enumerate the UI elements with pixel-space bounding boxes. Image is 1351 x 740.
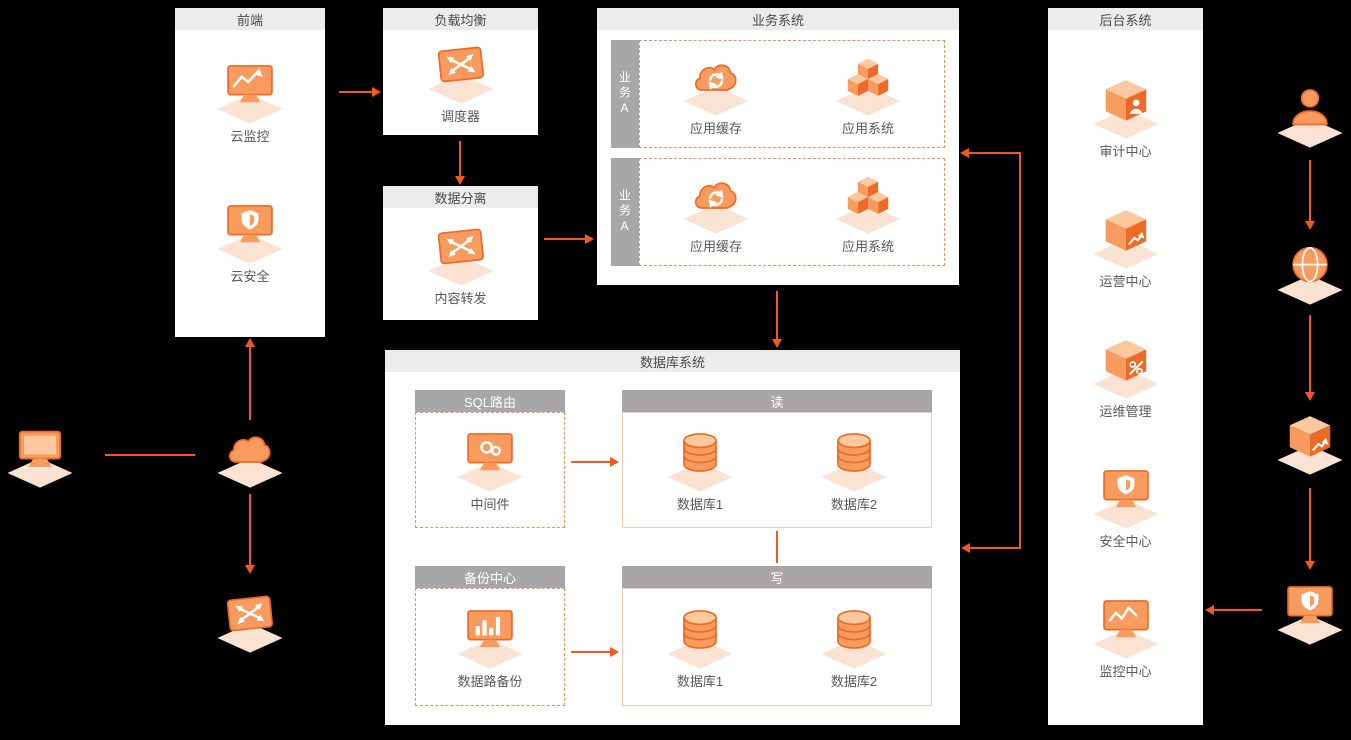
security-center-node: 安全中心 xyxy=(1087,465,1165,550)
frontend-panel: 前端 云监控 云安全 xyxy=(175,8,325,337)
internet-globe-icon xyxy=(1271,241,1349,305)
item-label: 中间件 xyxy=(470,496,510,512)
write-header: 写 xyxy=(622,566,932,588)
item-label: 应用系统 xyxy=(841,238,894,254)
item-label: 内容转发 xyxy=(434,291,487,306)
business-row-a1: 业务A 应用缓存 应用系统 xyxy=(611,40,945,148)
database-system-panel: 数据库系统 SQL路由 中间件 读 数据库1 数据库2 备份中心 xyxy=(385,350,960,725)
ops-management-node: 运维管理 xyxy=(1087,335,1165,420)
user-icon xyxy=(1271,84,1349,148)
scheduler-node: 调度器 xyxy=(422,40,500,125)
item-label: 调度器 xyxy=(440,109,480,124)
database-icon xyxy=(661,605,739,669)
business-row-tab: 业务A xyxy=(611,158,639,266)
item-label: 应用缓存 xyxy=(689,120,742,136)
app-system-icon xyxy=(829,52,907,116)
middleware-node: 中间件 xyxy=(451,428,529,513)
item-label: 安全中心 xyxy=(1099,534,1152,549)
item-label: 云监控 xyxy=(230,129,270,144)
database-icon xyxy=(815,605,893,669)
monitor-center-icon xyxy=(1087,595,1165,659)
monitor-center-node: 监控中心 xyxy=(1087,595,1165,680)
database-node: 数据库1 xyxy=(661,428,739,513)
resource-cube-icon xyxy=(1271,411,1349,475)
item-label: 数据路备份 xyxy=(457,673,523,689)
business-row-a2: 业务A 应用缓存 应用系统 xyxy=(611,158,945,266)
backup-center-area: 数据路备份 xyxy=(415,588,565,706)
app-system-icon xyxy=(829,170,907,234)
security-center-icon xyxy=(1087,465,1165,529)
read-header: 读 xyxy=(622,390,932,412)
business-system-panel: 业务系统 业务A 应用缓存 应用系统 xyxy=(597,8,959,285)
operation-center-node: 运营中心 xyxy=(1087,205,1165,290)
write-area: 数据库1 数据库2 xyxy=(622,588,932,706)
cloud-monitor-node: 云监控 xyxy=(211,60,289,145)
database-node: 数据库2 xyxy=(815,428,893,513)
item-label: 数据库2 xyxy=(830,496,878,512)
sql-routing-header: SQL路由 xyxy=(415,390,565,412)
data-separation-header: 数据分离 xyxy=(383,186,538,208)
content-forward-icon xyxy=(422,222,500,286)
business-row-area: 应用缓存 应用系统 xyxy=(639,158,945,266)
database-node: 数据库2 xyxy=(815,605,893,690)
business-row-tab: 业务A xyxy=(611,40,639,148)
app-cache-icon xyxy=(677,52,755,116)
app-system-node: 应用系统 xyxy=(829,170,907,255)
audit-center-icon xyxy=(1087,75,1165,139)
item-label: 监控中心 xyxy=(1099,664,1152,679)
item-label: 运营中心 xyxy=(1099,274,1152,289)
business-row-area: 应用缓存 应用系统 xyxy=(639,40,945,148)
item-label: 数据库1 xyxy=(676,673,724,689)
security-screen-icon xyxy=(1271,581,1349,645)
item-label: 审计中心 xyxy=(1099,144,1152,159)
forward-screen-icon xyxy=(211,589,289,653)
database-icon xyxy=(661,428,739,492)
ops-management-icon xyxy=(1087,335,1165,399)
content-forward-node: 内容转发 xyxy=(422,222,500,307)
database-node: 数据库1 xyxy=(661,605,739,690)
item-label: 运维管理 xyxy=(1099,404,1152,419)
item-label: 应用缓存 xyxy=(689,238,742,254)
middleware-icon xyxy=(451,428,529,492)
scheduler-icon xyxy=(422,40,500,104)
item-label: 应用系统 xyxy=(841,120,894,136)
frontend-header: 前端 xyxy=(175,8,325,30)
item-label: 云安全 xyxy=(230,269,270,284)
cloud-security-node: 云安全 xyxy=(211,200,289,285)
sql-routing-area: 中间件 xyxy=(415,412,565,528)
cloud-monitor-icon xyxy=(211,60,289,124)
client-desktop-icon xyxy=(1,424,79,488)
read-area: 数据库1 数据库2 xyxy=(622,412,932,528)
app-system-node: 应用系统 xyxy=(829,52,907,137)
app-cache-node: 应用缓存 xyxy=(677,52,755,137)
app-cache-icon xyxy=(677,170,755,234)
backup-center-header: 备份中心 xyxy=(415,566,565,588)
data-separation-panel: 数据分离 内容转发 xyxy=(383,186,538,320)
cloud-security-icon xyxy=(211,200,289,264)
data-backup-icon xyxy=(451,605,529,669)
load-balancing-panel: 负载均衡 调度器 xyxy=(383,8,538,135)
database-system-header: 数据库系统 xyxy=(385,350,960,372)
database-icon xyxy=(815,428,893,492)
backend-system-panel: 后台系统 审计中心 运营中心 运维管理 xyxy=(1048,8,1203,725)
load-balancing-header: 负载均衡 xyxy=(383,8,538,30)
backend-system-header: 后台系统 xyxy=(1048,8,1203,30)
item-label: 数据库1 xyxy=(676,496,724,512)
operation-center-icon xyxy=(1087,205,1165,269)
app-cache-node: 应用缓存 xyxy=(677,170,755,255)
cloud-icon xyxy=(211,424,289,488)
audit-center-node: 审计中心 xyxy=(1087,75,1165,160)
data-backup-node: 数据路备份 xyxy=(451,605,529,690)
business-system-header: 业务系统 xyxy=(597,8,959,30)
item-label: 数据库2 xyxy=(830,673,878,689)
